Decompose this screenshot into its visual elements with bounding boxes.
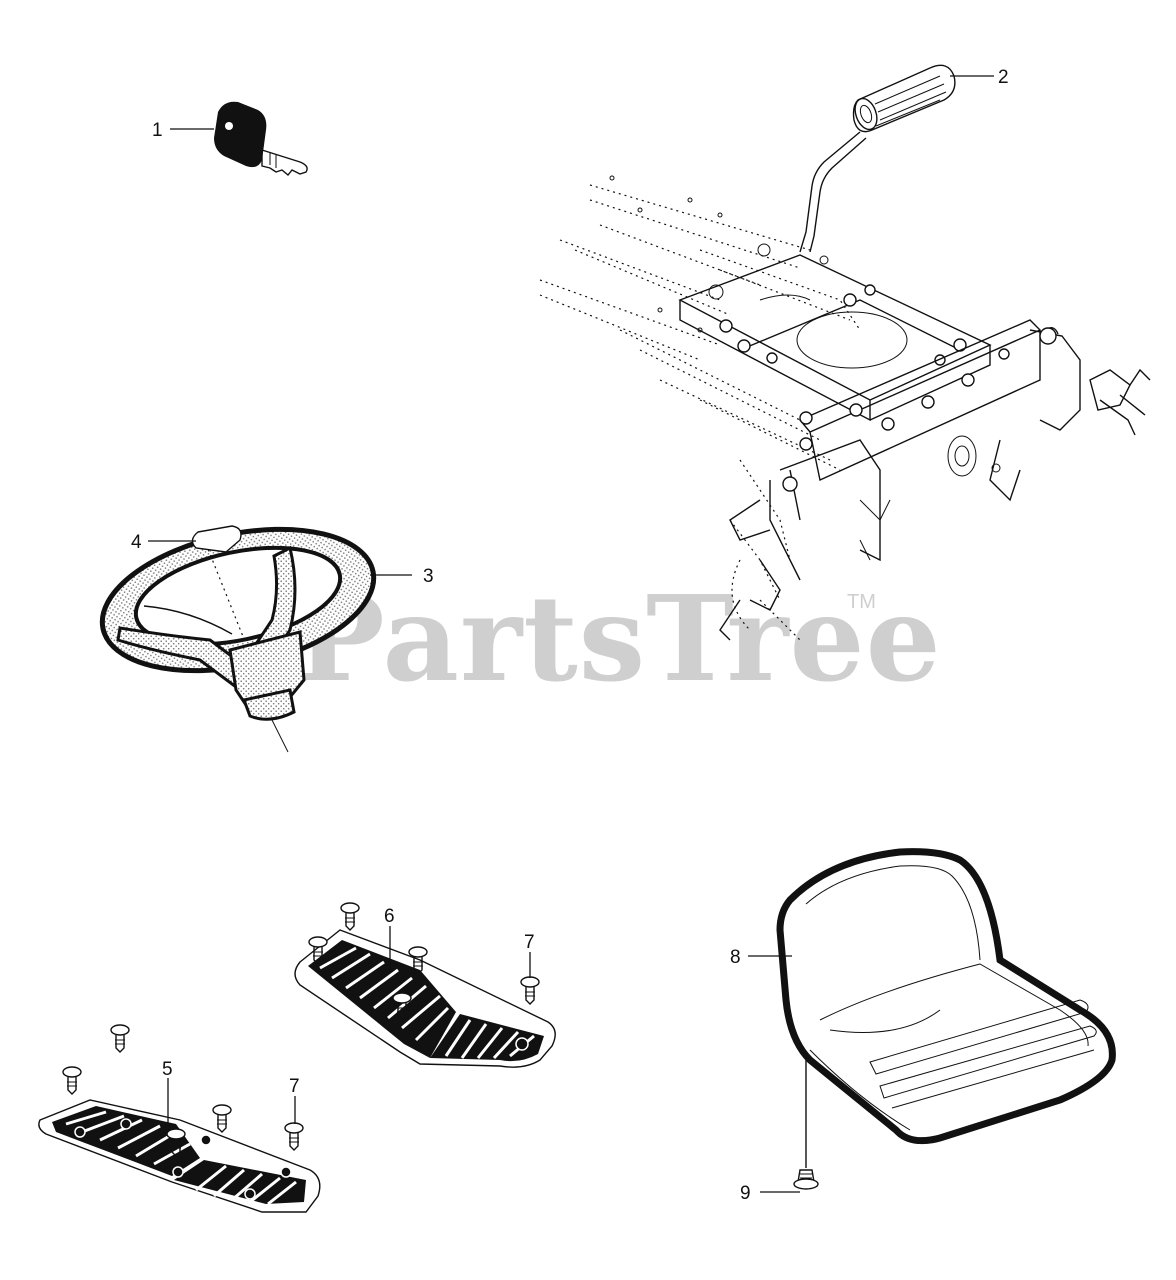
lever-handle-grip: [799, 64, 956, 253]
push-rivet: [110, 1024, 130, 1053]
callout-4: 4: [131, 532, 142, 553]
callout-1: 1: [152, 120, 163, 141]
push-rivet: [212, 1104, 232, 1133]
steering-wheel-cap: [191, 525, 242, 553]
callout-7a: 7: [524, 932, 535, 953]
watermark-text: PartsTree: [296, 569, 942, 708]
seat-bolt: [793, 1060, 819, 1190]
push-rivet: [408, 946, 428, 975]
callout-7b: 7: [289, 1076, 300, 1097]
callout-5: 5: [162, 1059, 173, 1080]
footrest-left: [38, 1099, 321, 1213]
callout-8: 8: [730, 947, 741, 968]
callouts: 1 2 3 4 5 6 7 7 8 9: [131, 67, 1009, 1204]
push-rivet: [166, 1128, 186, 1157]
push-rivet: [520, 976, 540, 1005]
push-rivets: [62, 902, 540, 1157]
watermark-trademark: TM: [847, 591, 876, 613]
push-rivet: [62, 1066, 82, 1095]
steering-wheel: [99, 526, 377, 753]
callout-2: 2: [998, 67, 1009, 88]
callout-6: 6: [384, 906, 395, 927]
push-rivet: [308, 936, 328, 965]
push-rivet: [392, 992, 412, 1021]
push-rivet: [284, 1122, 304, 1151]
callout-9: 9: [740, 1183, 751, 1204]
push-rivet: [340, 902, 360, 931]
callout-3: 3: [423, 566, 434, 587]
chassis-frame: [539, 175, 1151, 641]
ignition-key: [214, 101, 308, 176]
seat: [776, 848, 1116, 1145]
